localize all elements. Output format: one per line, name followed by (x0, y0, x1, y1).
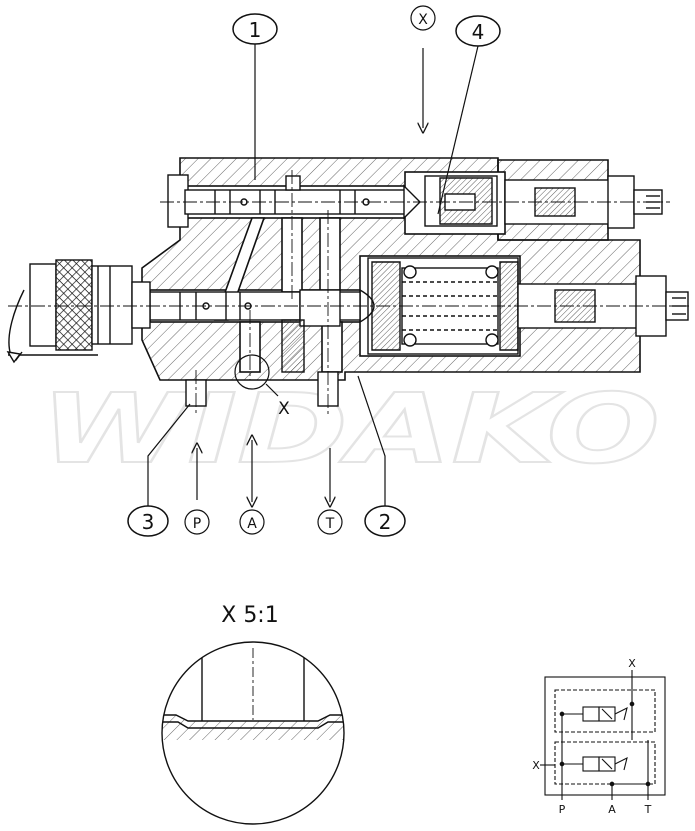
hydraulic-schematic (540, 670, 666, 800)
schematic-labels: X X P A T (532, 657, 651, 816)
callout-4: 4 (437, 15, 501, 215)
callout-2: 2 (357, 375, 406, 537)
svg-text:A: A (247, 516, 257, 532)
svg-text:3: 3 (142, 510, 155, 534)
port-label-a: A (239, 509, 265, 535)
callout-3: 3 (127, 403, 191, 537)
svg-text:X: X (628, 657, 636, 670)
port-label-p: P (184, 509, 210, 535)
svg-text:X: X (278, 399, 290, 419)
svg-text:P: P (559, 803, 566, 816)
svg-text:2: 2 (379, 510, 392, 534)
svg-text:A: A (608, 803, 616, 816)
svg-text:P: P (193, 516, 201, 532)
svg-text:X: X (418, 12, 428, 28)
watermark-text: WIDAKO (40, 373, 660, 485)
centerlines (8, 170, 690, 414)
svg-text:T: T (325, 516, 335, 532)
svg-text:X: X (532, 759, 540, 772)
port-label-t: T (317, 509, 343, 535)
callout-x-top: X (410, 5, 436, 128)
detail-marker: X (234, 354, 290, 419)
upper-cartridge (403, 175, 498, 227)
knurled-knob (6, 259, 151, 364)
svg-text:1: 1 (249, 18, 262, 42)
callout-1: 1 (232, 13, 278, 180)
svg-text:T: T (644, 803, 652, 816)
detail-title: X 5:1 (221, 603, 278, 628)
svg-text:4: 4 (472, 20, 485, 44)
detail-view (161, 641, 345, 825)
port-arrows (197, 440, 330, 502)
